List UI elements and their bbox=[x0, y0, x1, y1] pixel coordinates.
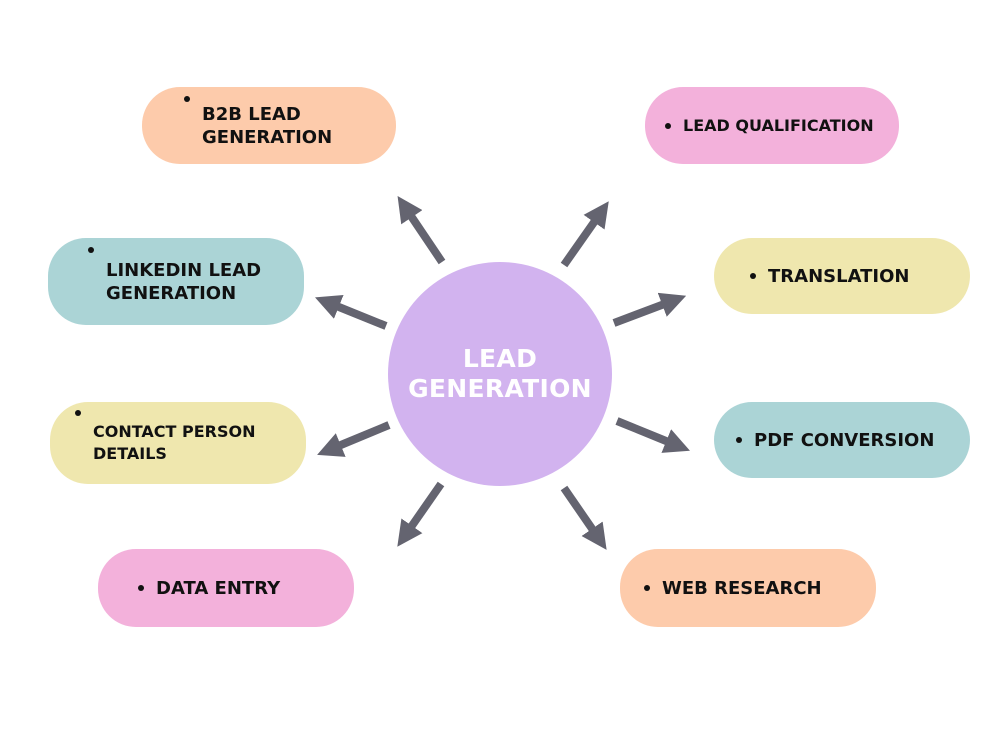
item-b2b-lead-generation: B2B LEAD GENERATION bbox=[142, 87, 396, 164]
arrow-icon bbox=[397, 481, 445, 547]
bullet-dot-icon bbox=[750, 273, 756, 279]
item-translation: TRANSLATION bbox=[714, 238, 970, 314]
item-lead-qualification: LEAD QUALIFICATION bbox=[645, 87, 899, 164]
arrow-icon bbox=[615, 417, 690, 453]
bullet-dot-icon bbox=[75, 410, 81, 416]
arrow-icon bbox=[560, 485, 607, 550]
bullet-dot-icon bbox=[184, 96, 190, 102]
item-pdf-conversion: PDF CONVERSION bbox=[714, 402, 970, 478]
item-data-entry: DATA ENTRY bbox=[98, 549, 354, 627]
item-label: LINKEDIN LEAD GENERATION bbox=[106, 259, 262, 304]
item-contact-person-details: CONTACT PERSON DETAILS bbox=[50, 402, 306, 484]
bullet-dot-icon bbox=[138, 585, 144, 591]
arrow-icon bbox=[317, 421, 391, 457]
bullet-dot-icon bbox=[736, 437, 742, 443]
arrow-icon bbox=[612, 292, 687, 327]
bullet-dot-icon bbox=[665, 122, 671, 129]
center-label: LEAD GENERATION bbox=[408, 344, 592, 403]
arrow-icon bbox=[560, 201, 609, 268]
bullet-dot-icon bbox=[88, 247, 94, 253]
item-label: CONTACT PERSON DETAILS bbox=[93, 422, 256, 463]
bullet-dot-icon bbox=[644, 585, 650, 591]
arrow-icon bbox=[315, 295, 388, 330]
item-label: DATA ENTRY bbox=[156, 577, 281, 599]
item-label: LEAD QUALIFICATION bbox=[683, 115, 874, 135]
item-label: PDF CONVERSION bbox=[754, 429, 935, 451]
center-node: LEAD GENERATION bbox=[388, 262, 612, 486]
item-linkedin-lead-generation: LINKEDIN LEAD GENERATION bbox=[48, 238, 304, 325]
item-label: TRANSLATION bbox=[768, 265, 910, 287]
arrow-icon bbox=[397, 196, 446, 265]
item-web-research: WEB RESEARCH bbox=[620, 549, 876, 627]
item-label: WEB RESEARCH bbox=[662, 577, 822, 599]
item-label: B2B LEAD GENERATION bbox=[202, 103, 333, 148]
